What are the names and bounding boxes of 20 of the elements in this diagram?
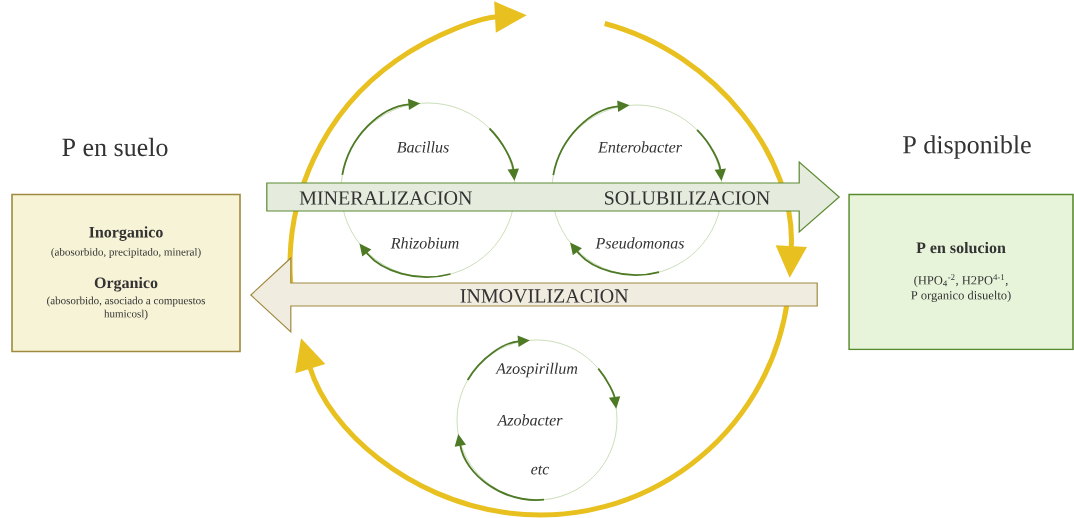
organism-name: Azobacter — [496, 414, 563, 426]
box-heading: Organico — [94, 276, 158, 292]
organism-name: Rhizobium — [390, 237, 459, 249]
box-note: (HPO$_{4}$$^{-2}$, H2PO$^{4-1}$, P organico disuelto) — [911, 274, 1011, 303]
organism-name: Enterobacter — [597, 141, 682, 153]
arrow-label: MINERALIZACION — [299, 191, 472, 205]
section-heading: P disponible — [903, 135, 1031, 159]
organism-name: Bacillus — [396, 141, 449, 153]
block-arrow — [249, 256, 818, 334]
organism-name: Azospirillum — [495, 362, 578, 378]
organism-name: Pseudomonas — [595, 237, 684, 249]
organism-name: etc — [531, 465, 550, 475]
box-heading: Inorganico — [89, 226, 163, 241]
box-note: (abosorbido, asociado a compuestos humicosl) — [47, 296, 206, 320]
arrow-label: INMOVILIZACION — [460, 289, 629, 303]
box-note: (abosorbido, precipitado, mineral) — [51, 247, 201, 258]
block-arrow — [266, 160, 841, 234]
section-heading: P en suelo — [62, 137, 168, 157]
process-label: SOLUBILIZACION — [605, 191, 770, 205]
box-heading: P en solucion — [916, 241, 1006, 254]
